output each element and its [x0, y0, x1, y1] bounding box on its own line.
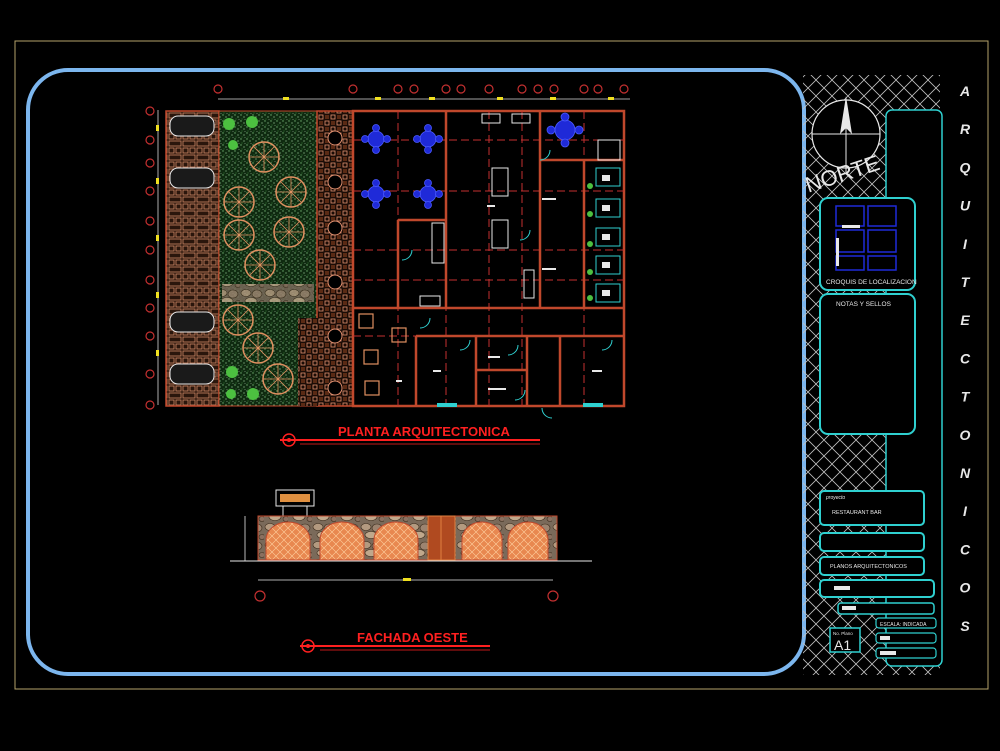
project-caption: proyecto — [825, 495, 845, 501]
firm-letter: I — [963, 503, 968, 519]
title-block: N O R T E A R Q U I T E C T O N I C O S CROQUIS DE LOCALIZ… — [802, 75, 971, 675]
firm-letter: R — [960, 121, 971, 137]
sheet-frame — [14, 40, 989, 690]
firm-letter: U — [960, 198, 971, 214]
firm-letter: T — [961, 274, 971, 290]
plan-title: PLANTA ARQUITECTONICA — [338, 424, 510, 439]
dining-tables — [361, 112, 584, 209]
firm-letter: O — [960, 427, 971, 443]
floor-plan — [145, 84, 630, 419]
project-name: RESTAURANT BAR — [832, 510, 882, 516]
firm-name-letters: A R Q U I T E C T O N I C O S — [959, 83, 971, 634]
plan-title-block: PLANTA ARQUITECTONICA — [280, 424, 540, 447]
scale-label: ESCALA: INDICADA — [880, 622, 927, 628]
sheet-name: PLANOS ARQUITECTONICOS — [830, 564, 907, 570]
elevation-title: FACHADA OESTE — [357, 630, 468, 645]
elevation-title-block: FACHADA OESTE — [300, 630, 490, 653]
firm-letter: O — [960, 580, 971, 596]
west-elevation — [230, 489, 592, 602]
location-label: CROQUIS DE LOCALIZACION — [826, 279, 917, 286]
sheet-number: A1 — [834, 637, 851, 653]
firm-letter: T — [961, 389, 971, 405]
firm-letter: S — [960, 618, 970, 634]
firm-letter: Q — [960, 159, 971, 175]
firm-letter: N — [960, 465, 971, 481]
notes-label: NOTAS Y SELLOS — [836, 301, 892, 308]
firm-letter: A — [959, 83, 970, 99]
firm-letter: E — [960, 312, 970, 328]
axis-bubble-icon — [213, 84, 629, 94]
firm-letter: I — [963, 236, 968, 252]
firm-letter: C — [960, 350, 971, 366]
firm-letter: C — [960, 541, 971, 557]
sheet-caption: No. Plano — [833, 631, 853, 636]
